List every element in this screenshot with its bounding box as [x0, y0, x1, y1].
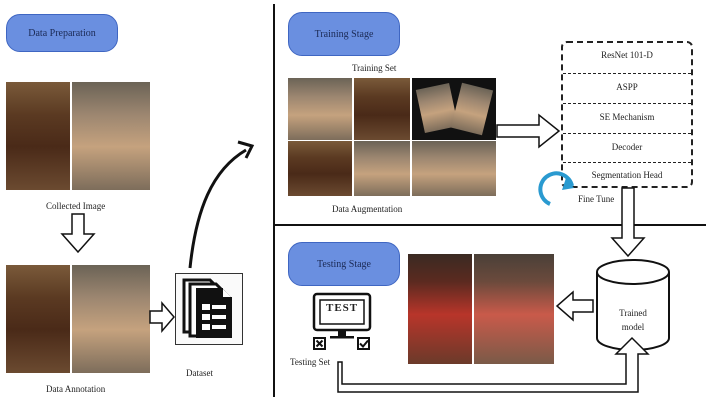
test-screen-label: TEST: [326, 302, 359, 314]
dataset-label: Dataset: [186, 368, 213, 378]
trained-model-cylinder: [596, 259, 670, 351]
curved-arrow-head: [237, 140, 255, 159]
training-image-2: [354, 78, 410, 140]
down-arrow-prep: [60, 213, 96, 254]
horizontal-divider: [273, 224, 706, 226]
annotated-image-1: [6, 265, 70, 373]
segmented-output-1: [408, 254, 472, 364]
training-image-5: [354, 141, 410, 196]
document-stack-icon: [182, 278, 232, 338]
testing-stage-pill: Testing Stage: [288, 242, 400, 286]
right-arrow-to-dataset: [149, 300, 175, 334]
data-augmentation-label: Data Augmentation: [332, 204, 403, 214]
layer-decoder: Decoder: [563, 133, 691, 160]
loop-testing-to-model: [337, 336, 650, 393]
training-image-6: [412, 141, 496, 196]
data-annotation-label: Data Annotation: [46, 384, 106, 394]
right-arrow-to-model: [496, 113, 561, 149]
training-image-3: [412, 78, 496, 140]
annotated-image-2: [72, 265, 150, 373]
fine-tune-arrow: [538, 171, 574, 206]
data-preparation-pill: Data Preparation: [6, 14, 118, 52]
left-arrow-to-outputs: [555, 290, 594, 322]
trained-model-label: Trained model: [619, 308, 647, 332]
down-arrow-to-trained-model: [610, 187, 646, 258]
fine-tune-label: Fine Tune: [578, 194, 615, 204]
layer-segmentation-head: Segmentation Head: [563, 162, 691, 186]
training-stage-pill: Training Stage: [288, 12, 400, 56]
testing-monitor-icon: [312, 292, 372, 350]
layer-aspp: ASPP: [563, 73, 691, 100]
collected-image-1: [6, 82, 70, 190]
collected-image-label: Collected Image: [46, 201, 106, 211]
training-image-1: [288, 78, 352, 140]
testing-set-label: Testing Set: [290, 357, 331, 367]
collected-image-2: [72, 82, 150, 190]
segmented-output-2: [474, 254, 554, 364]
curved-arrow-to-training: [188, 148, 247, 269]
model-architecture-box: ResNet 101-D ASPP SE Mechanism Decoder S…: [561, 41, 693, 188]
vertical-divider: [273, 4, 275, 397]
training-image-4: [288, 141, 352, 196]
fine-tune-arrow-head: [562, 178, 574, 190]
layer-resnet: ResNet 101-D: [601, 50, 653, 60]
training-set-label: Training Set: [352, 63, 397, 73]
layer-se-mechanism: SE Mechanism: [563, 103, 691, 130]
